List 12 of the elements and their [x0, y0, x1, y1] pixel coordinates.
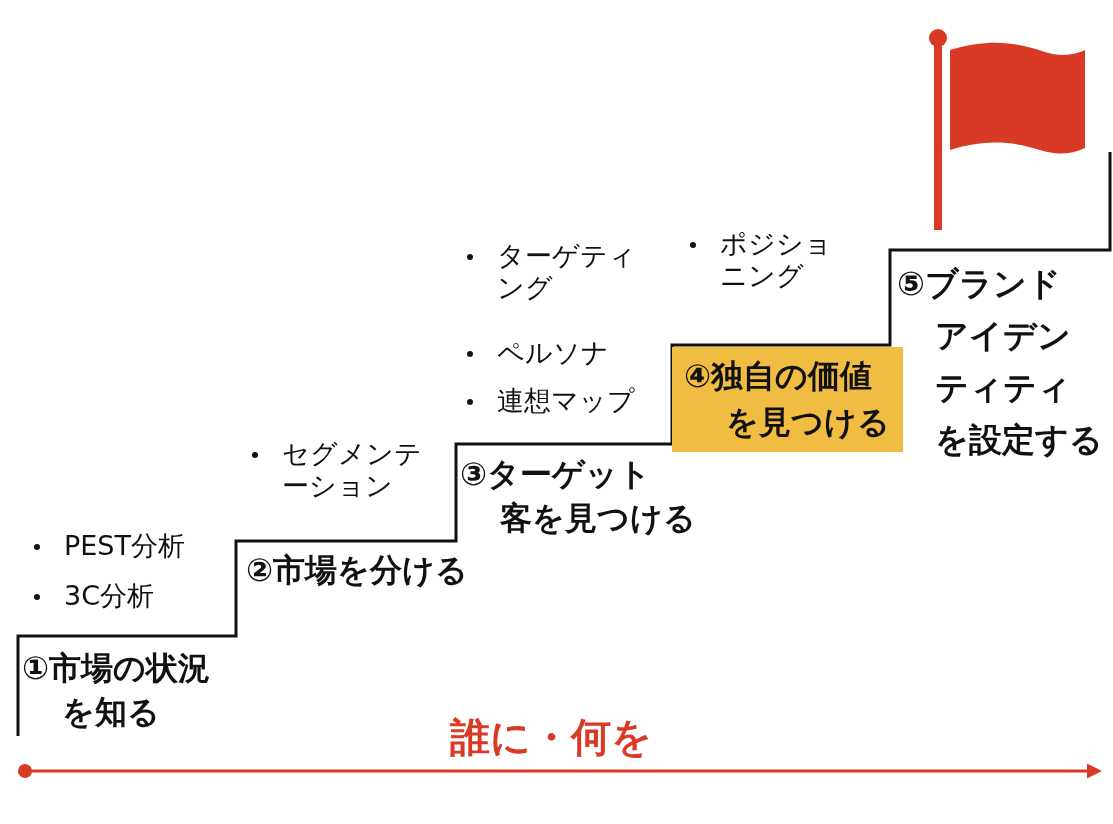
bullet-item: 3C分析: [30, 580, 155, 612]
bullet-item: ポジショニング: [686, 228, 832, 292]
bullet-item: PEST分析: [30, 530, 185, 562]
step-label: ②市場を分ける: [246, 550, 469, 591]
bullet-item: 連想マップ: [463, 385, 635, 417]
arrow-label: 誰に・何を: [450, 713, 652, 762]
highlight-box: ④独自の価値を見つける: [672, 347, 903, 452]
step-label: ③ターゲット客を見つける: [460, 454, 696, 539]
bullet-item: ペルソナ: [463, 337, 609, 369]
bullet-item: ターゲティング: [463, 240, 636, 304]
step-label: ①市場の状況を知る: [22, 648, 211, 733]
bullet-item: セグメンテーション: [248, 438, 422, 502]
